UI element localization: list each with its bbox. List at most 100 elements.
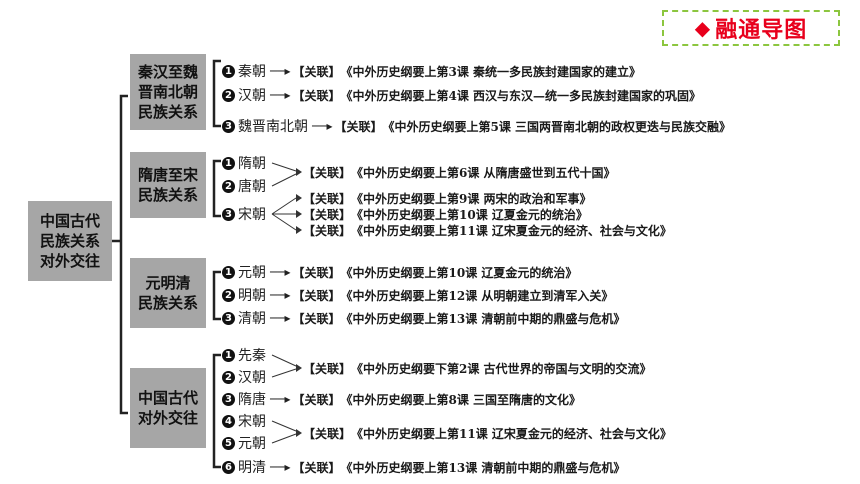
link-text: 《中外历史纲要上第6课 从隋唐盛世到五代十国》	[351, 165, 616, 180]
dynasty-item: 5 元朝	[222, 434, 266, 452]
category-yuanmingqing: 元明清 民族关系	[130, 258, 206, 328]
dynasty-label: 元朝	[238, 436, 266, 452]
arrow-right-icon: ──▸	[270, 288, 291, 302]
category-line: 隋唐至宋	[137, 165, 198, 184]
link-item: 【关联】 《中外历史纲要上第9课 两宋的政治和军事》	[303, 189, 592, 207]
link-text: 《中外历史纲要上第10课 辽夏金元的统治》	[351, 207, 588, 222]
link-tag: 【关联】	[292, 392, 341, 407]
root-line: 中国古代	[39, 211, 100, 230]
dynasty-label: 秦朝	[238, 64, 266, 80]
link-tag: 【关联】	[292, 88, 341, 103]
link-text: 《中外历史纲要上第10课 辽夏金元的统治》	[340, 265, 578, 280]
number-badge: 1	[222, 64, 235, 78]
number-badge: 2	[222, 88, 235, 102]
number-badge: 4	[222, 414, 235, 428]
link-tag: 【关联】	[303, 223, 352, 238]
number-badge: 3	[222, 392, 235, 406]
dynasty-item: 4 宋朝	[222, 412, 266, 430]
number-badge: 3	[222, 207, 235, 221]
dynasty-label: 宋朝	[238, 207, 266, 223]
link-text: 《中外历史纲要上第11课 辽宋夏金元的经济、社会与文化》	[351, 426, 672, 441]
number-badge: 1	[222, 348, 235, 362]
category-line: 元明清	[145, 273, 191, 292]
list-item: 2 汉朝 ──▸ 【关联】 《中外历史纲要上第4课 西汉与东汉—统一多民族封建国…	[222, 86, 701, 104]
dynasty-item: 3 隋唐 ──▸ 【关联】 《中外历史纲要上第8课 三国至隋唐的文化》	[222, 390, 581, 408]
diamond-icon: ◆	[694, 16, 712, 40]
dynasty-item: 1 隋朝	[222, 154, 266, 172]
category-line: 对外交往	[137, 409, 198, 427]
link-tag: 【关联】	[292, 460, 341, 475]
dynasty-item: 1 先秦	[222, 346, 266, 364]
dynasty-label: 明清	[238, 460, 266, 476]
category-line: 中国古代	[137, 388, 198, 407]
number-badge: 1	[222, 265, 235, 279]
number-badge: 2	[222, 370, 235, 384]
arrow-right-icon: ──▸	[270, 88, 291, 102]
dynasty-label: 汉朝	[238, 370, 266, 386]
dynasty-label: 先秦	[238, 348, 266, 364]
list-item: 2 明朝 ──▸ 【关联】 《中外历史纲要上第12课 从明朝建立到清军入关》	[222, 286, 613, 304]
link-tag: 【关联】	[292, 311, 341, 326]
dynasty-item: 6 明清 ──▸ 【关联】 《中外历史纲要上第13课 清朝前中期的鼎盛与危机》	[222, 458, 625, 476]
category-line: 秦汉至魏	[137, 62, 198, 81]
link-tag: 【关联】	[303, 191, 352, 206]
link-item: 【关联】 《中外历史纲要上第6课 从隋唐盛世到五代十国》	[303, 163, 616, 181]
category-qinhan: 秦汉至魏 晋南北朝 民族关系	[130, 54, 206, 130]
dynasty-label: 隋唐	[238, 392, 266, 408]
number-badge: 2	[222, 179, 235, 193]
root-node: 中国古代 民族关系 对外交往	[28, 201, 112, 281]
arrow-right-icon: ──▸	[270, 392, 291, 406]
dynasty-item: 2 唐朝	[222, 177, 266, 195]
category-line: 民族关系	[137, 186, 198, 204]
category-line: 晋南北朝	[137, 82, 198, 101]
list-item: 1 元朝 ──▸ 【关联】 《中外历史纲要上第10课 辽夏金元的统治》	[222, 263, 577, 281]
link-tag: 【关联】	[303, 207, 352, 222]
link-item: 【关联】 《中外历史纲要上第11课 辽宋夏金元的经济、社会与文化》	[303, 424, 672, 442]
link-tag: 【关联】	[292, 64, 341, 79]
dynasty-label: 唐朝	[238, 179, 266, 195]
link-text: 《中外历史纲要上第5课 三国两晋南北朝的政权更迭与民族交融》	[382, 119, 732, 134]
dynasty-label: 宋朝	[238, 414, 266, 430]
list-item: 3 清朝 ──▸ 【关联】 《中外历史纲要上第13课 清朝前中期的鼎盛与危机》	[222, 309, 625, 327]
root-line: 民族关系	[39, 231, 100, 250]
link-item: 【关联】 《中外历史纲要上第11课 辽宋夏金元的经济、社会与文化》	[303, 221, 672, 239]
dynasty-item: 3 宋朝	[222, 205, 266, 223]
link-item: 【关联】 《中外历史纲要下第2课 古代世界的帝国与文明的交流》	[303, 359, 652, 377]
dynasty-item: 2 汉朝	[222, 368, 266, 386]
arrow-right-icon: ──▸	[270, 311, 291, 325]
link-tag: 【关联】	[303, 361, 352, 376]
badge-label: 融通导图	[715, 18, 808, 43]
section-badge: ◆ 融通导图	[662, 10, 840, 46]
link-text: 《中外历史纲要上第12课 从明朝建立到清军入关》	[340, 288, 614, 303]
link-text: 《中外历史纲要上第13课 清朝前中期的鼎盛与危机》	[340, 311, 626, 326]
link-tag: 【关联】	[292, 288, 341, 303]
dynasty-label: 元朝	[238, 265, 266, 281]
link-item: 【关联】 《中外历史纲要上第10课 辽夏金元的统治》	[303, 205, 588, 223]
dynasty-label: 明朝	[238, 288, 266, 304]
arrow-right-icon: ──▸	[312, 119, 333, 133]
category-line: 民族关系	[137, 294, 198, 312]
link-text: 《中外历史纲要上第11课 辽宋夏金元的经济、社会与文化》	[351, 223, 672, 238]
category-foreign-exchange: 中国古代 对外交往	[130, 368, 206, 448]
link-tag: 【关联】	[303, 165, 352, 180]
link-text: 《中外历史纲要上第13课 清朝前中期的鼎盛与危机》	[340, 460, 626, 475]
category-line: 民族关系	[137, 103, 198, 122]
link-tag: 【关联】	[334, 119, 383, 134]
list-item: 1 秦朝 ──▸ 【关联】 《中外历史纲要上第3课 秦统一多民族封建国家的建立》	[222, 62, 641, 80]
link-tag: 【关联】	[303, 426, 352, 441]
root-line: 对外交往	[39, 252, 100, 271]
link-text: 《中外历史纲要下第2课 古代世界的帝国与文明的交流》	[351, 361, 652, 376]
dynasty-label: 隋朝	[238, 156, 266, 172]
link-text: 《中外历史纲要上第8课 三国至隋唐的文化》	[340, 392, 582, 407]
number-badge: 5	[222, 436, 235, 450]
number-badge: 2	[222, 288, 235, 302]
dynasty-label: 清朝	[238, 311, 266, 327]
link-text: 《中外历史纲要上第9课 两宋的政治和军事》	[351, 191, 592, 206]
number-badge: 6	[222, 460, 235, 474]
dynasty-label: 汉朝	[238, 88, 266, 104]
link-tag: 【关联】	[292, 265, 341, 280]
arrow-right-icon: ──▸	[270, 265, 291, 279]
list-item: 3 魏晋南北朝 ──▸ 【关联】 《中外历史纲要上第5课 三国两晋南北朝的政权更…	[222, 117, 731, 135]
arrow-right-icon: ──▸	[270, 460, 291, 474]
dynasty-label: 魏晋南北朝	[238, 119, 308, 135]
